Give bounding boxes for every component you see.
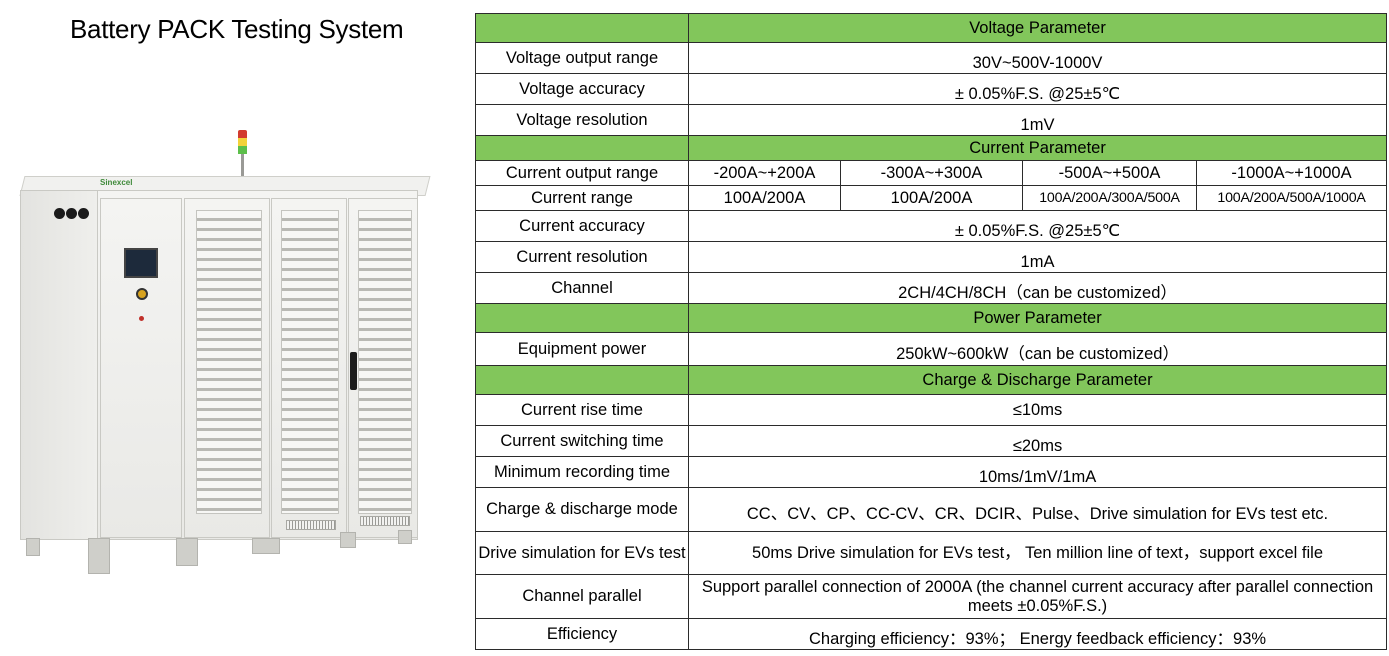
section-header-row: Power Parameter [475, 303, 1388, 333]
row-value: Support parallel connection of 2000A (th… [687, 574, 1388, 619]
row-label: Current accuracy [475, 210, 689, 242]
current-parameter-header: Current Parameter [687, 135, 1388, 161]
row-value: 100A/200A/500A/1000A [1195, 185, 1388, 211]
row-value: 10ms/1mV/1mA [687, 456, 1388, 488]
table-row: Current resolution 1mA [475, 241, 1388, 273]
row-label: Current resolution [475, 241, 689, 273]
row-value: CC、CV、CP、CC-CV、CR、DCIR、Pulse、Drive simul… [687, 487, 1388, 532]
row-value: 100A/200A [840, 185, 1023, 211]
table-row: Channel parallel Support parallel connec… [475, 574, 1388, 619]
table-row: Current switching time ≤20ms [475, 425, 1388, 457]
touch-screen-display [124, 248, 158, 278]
table-row: Channel 2CH/4CH/8CH（can be customized） [475, 272, 1388, 304]
row-value: ≤20ms [687, 425, 1388, 457]
emergency-stop-icon [136, 288, 148, 300]
power-parameter-header: Power Parameter [687, 303, 1388, 333]
table-row: Minimum recording time 10ms/1mV/1mA [475, 456, 1388, 488]
row-value: 50ms Drive simulation for EVs test， Ten … [687, 531, 1388, 575]
row-value: ± 0.05%F.S. @25±5℃ [687, 73, 1388, 105]
signal-tower-icon [238, 130, 247, 178]
voltage-parameter-header: Voltage Parameter [687, 13, 1388, 43]
row-value: 2CH/4CH/8CH（can be customized） [687, 272, 1388, 304]
table-row: Current accuracy ± 0.05%F.S. @25±5℃ [475, 210, 1388, 242]
row-label: Equipment power [475, 332, 689, 366]
row-label: Minimum recording time [475, 456, 689, 488]
section-header-row: Current Parameter [475, 135, 1388, 161]
row-label: Efficiency [475, 618, 689, 650]
table-row: Current rise time ≤10ms [475, 394, 1388, 426]
spec-table: Voltage Parameter Voltage output range 3… [475, 13, 1388, 650]
row-label: Voltage accuracy [475, 73, 689, 105]
page-title: Battery PACK Testing System [70, 14, 404, 44]
brand-logo: Sinexcel [100, 178, 133, 187]
row-label: Current output range [475, 160, 689, 186]
row-label: Charge & discharge mode [475, 487, 689, 532]
row-label: Current switching time [475, 425, 689, 457]
table-row: Charge & discharge mode CC、CV、CP、CC-CV、C… [475, 487, 1388, 532]
row-value: ± 0.05%F.S. @25±5℃ [687, 210, 1388, 242]
row-value: ≤10ms [687, 394, 1388, 426]
row-value: 30V~500V-1000V [687, 42, 1388, 74]
table-row: Voltage resolution 1mV [475, 104, 1388, 136]
row-value: 250kW~600kW（can be customized） [687, 332, 1388, 366]
row-value: Charging efficiency：93%； Energy feedback… [687, 618, 1388, 650]
row-value: -300A~+300A [840, 160, 1023, 186]
row-label: Voltage resolution [475, 104, 689, 136]
section-header-row: Voltage Parameter [475, 13, 1388, 43]
row-value: 100A/200A/300A/500A [1022, 185, 1197, 211]
row-label: Channel [475, 272, 689, 304]
table-row: Current output range -200A~+200A -300A~+… [475, 160, 1388, 186]
row-label: Channel parallel [475, 574, 689, 619]
row-value: 1mA [687, 241, 1388, 273]
table-row: Voltage output range 30V~500V-1000V [475, 42, 1388, 74]
table-row: Drive simulation for EVs test 50ms Drive… [475, 531, 1388, 575]
row-value: -1000A~+1000A [1195, 160, 1388, 186]
row-label: Drive simulation for EVs test [475, 531, 689, 575]
row-label: Voltage output range [475, 42, 689, 74]
table-row: Efficiency Charging efficiency：93%； Ener… [475, 618, 1388, 650]
row-label: Current range [475, 185, 689, 211]
charge-discharge-parameter-header: Charge & Discharge Parameter [687, 365, 1388, 395]
section-header-row: Charge & Discharge Parameter [475, 365, 1388, 395]
connector-ports-icon [54, 206, 89, 224]
battery-tester-cabinet-image: Sinexcel [0, 120, 440, 590]
row-label: Current rise time [475, 394, 689, 426]
table-row: Current range 100A/200A 100A/200A 100A/2… [475, 185, 1388, 211]
row-value: 1mV [687, 104, 1388, 136]
row-value: -200A~+200A [688, 160, 841, 186]
row-value: -500A~+500A [1022, 160, 1197, 186]
table-row: Equipment power 250kW~600kW（can be custo… [475, 332, 1388, 366]
row-value: 100A/200A [688, 185, 841, 211]
table-row: Voltage accuracy ± 0.05%F.S. @25±5℃ [475, 73, 1388, 105]
